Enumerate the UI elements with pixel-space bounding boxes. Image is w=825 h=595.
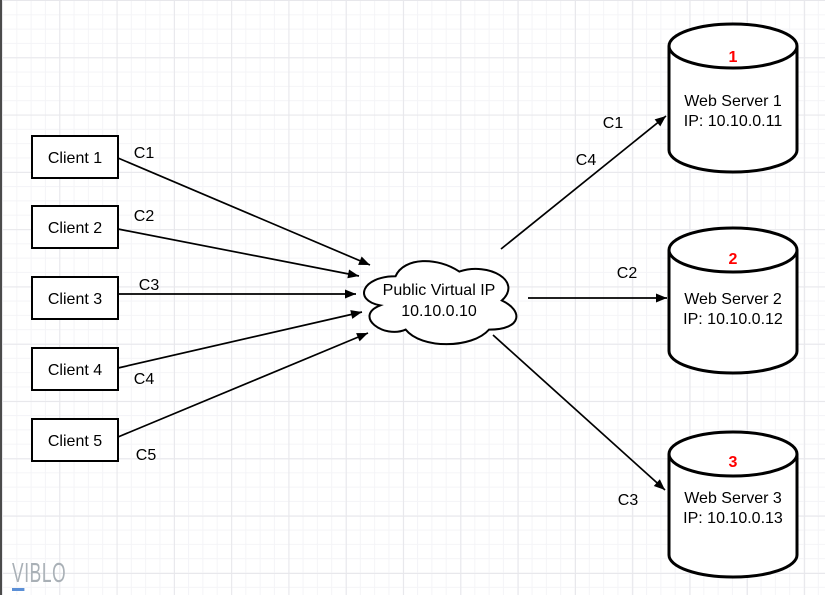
client-5-label: Client 5	[48, 433, 102, 450]
server-3-name: Web Server 3	[684, 490, 782, 507]
connector-client-4-to-vip	[117, 310, 363, 369]
connection-label-c4: C4	[134, 371, 155, 388]
connection-label-c1: C1	[134, 145, 155, 162]
route-label-c4-to-server-1: C4	[576, 152, 597, 169]
server-3-cylinder	[667, 430, 799, 579]
client-5-node: Client 5	[31, 418, 119, 462]
client-2-box	[31, 205, 119, 249]
server-1-number: 1	[729, 49, 738, 66]
server-1-cylinder-rim	[667, 45, 799, 70]
client-2-label: Client 2	[48, 220, 102, 237]
server-1-cylinder	[667, 22, 799, 174]
client-4-node: Client 4	[31, 347, 119, 391]
server-2-number: 2	[729, 251, 738, 268]
client-3-box	[31, 276, 119, 320]
connector-vip-to-server-1	[500, 115, 667, 250]
connection-label-c2: C2	[134, 208, 155, 225]
connector-client-5-to-vip	[117, 332, 369, 438]
server-3-node: 3 Web Server 3 IP: 10.10.0.13	[667, 430, 799, 579]
connector-client-2-to-vip	[117, 228, 360, 279]
connection-label-c5: C5	[136, 447, 157, 464]
viblo-watermark: VIBLO	[12, 559, 66, 591]
viblo-watermark-initial: V	[12, 559, 25, 591]
server-2-node: 2 Web Server 2 IP: 10.10.0.12	[667, 226, 799, 375]
client-3-label: Client 3	[48, 291, 102, 308]
vip-cloud-node: Public Virtual IP 10.10.0.10	[363, 260, 518, 346]
server-3-ip: IP: 10.10.0.13	[683, 510, 783, 527]
client-4-box	[31, 347, 119, 391]
viblo-watermark-rest: IBLO	[24, 557, 67, 588]
client-5-box	[31, 418, 119, 462]
route-label-c2-to-server-2: C2	[617, 265, 638, 282]
server-1-node: 1 Web Server 1 IP: 10.10.0.11	[667, 22, 799, 174]
server-1-name: Web Server 1	[684, 93, 782, 110]
server-2-cylinder	[667, 226, 799, 375]
connector-client-1-to-vip	[117, 157, 371, 266]
route-label-c1-to-server-1: C1	[603, 115, 624, 132]
server-2-cylinder-rim	[667, 249, 799, 274]
vip-title: Public Virtual IP	[383, 282, 496, 299]
route-label-c3-to-server-3: C3	[618, 492, 639, 509]
server-3-number: 3	[729, 454, 738, 471]
vip-cloud-shape	[363, 260, 518, 346]
client-4-label: Client 4	[48, 362, 102, 379]
client-2-node: Client 2	[31, 205, 119, 249]
vip-ip: 10.10.0.10	[401, 303, 477, 320]
connection-label-c3: C3	[139, 277, 160, 294]
server-3-cylinder-rim	[667, 453, 799, 478]
server-2-ip: IP: 10.10.0.12	[683, 311, 783, 328]
server-1-ip: IP: 10.10.0.11	[684, 113, 783, 130]
client-1-box	[31, 135, 119, 179]
connector-vip-to-server-3	[492, 334, 666, 491]
client-1-label: Client 1	[48, 150, 102, 167]
client-1-node: Client 1	[31, 135, 119, 179]
client-3-node: Client 3	[31, 276, 119, 320]
server-2-name: Web Server 2	[684, 291, 782, 308]
